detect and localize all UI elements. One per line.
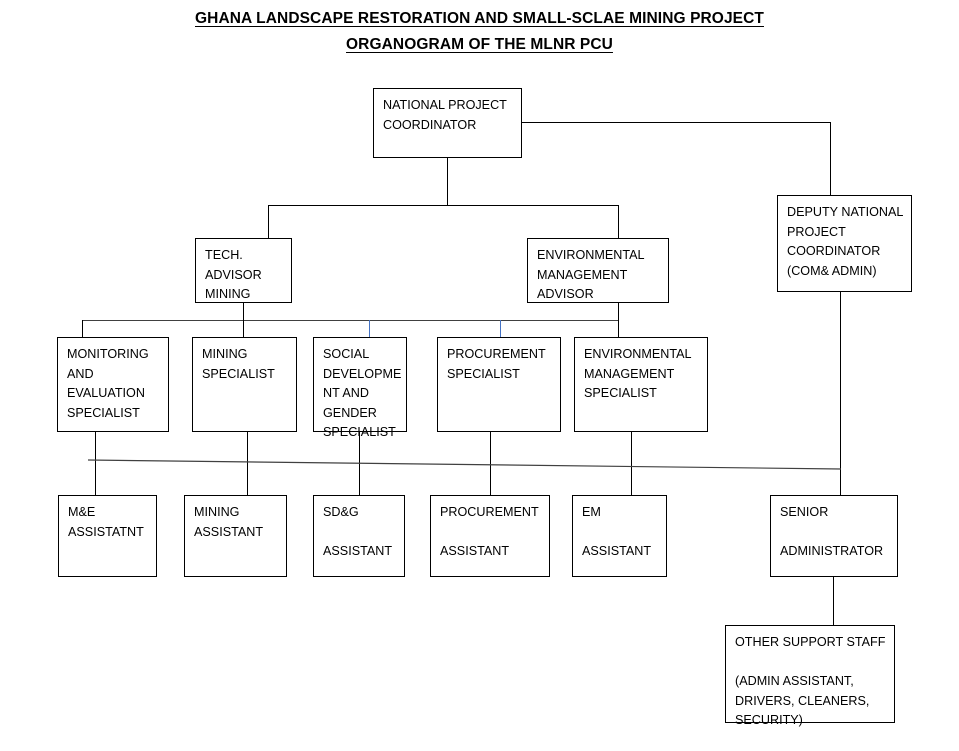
connector-procurement-specialist-to-assistant: [490, 432, 491, 495]
node-social-development-and-gender-specialist[interactable]: SOCIAL DEVELOPME NT AND GENDER SPECIALIS…: [313, 337, 407, 439]
connector-advisor-bus: [268, 205, 619, 206]
node-mining-specialist[interactable]: MINING SPECIALIST: [192, 337, 297, 432]
node-me-assistant[interactable]: M&E ASSISTATNT: [58, 495, 157, 577]
node-monitoring-and-evaluation-specialist[interactable]: MONITORING AND EVALUATION SPECIALIST: [57, 337, 169, 432]
node-deputy-national-project-coordinator[interactable]: DEPUTY NATIONAL PROJECT COORDINATOR (COM…: [777, 195, 912, 292]
node-mining-assistant[interactable]: MINING ASSISTANT: [184, 495, 287, 577]
connector-em-specialist-to-assistant: [631, 432, 632, 495]
node-environmental-management-advisor[interactable]: ENVIRONMENTAL MANAGEMENT ADVISOR: [527, 238, 669, 303]
connector-procurement-specialist-drop: [500, 320, 501, 337]
connector-em-specialist-drop: [618, 320, 619, 337]
connector-env-advisor-drop: [618, 205, 619, 238]
connector-env-advisor-stem: [618, 303, 619, 321]
node-environmental-management-specialist[interactable]: ENVIRONMENTAL MANAGEMENT SPECIALIST: [574, 337, 708, 432]
node-senior-administrator[interactable]: SENIOR ADMINISTRATOR: [770, 495, 898, 577]
connector-me-specialist-to-assistant: [95, 432, 96, 495]
connector-me-specialist-drop: [82, 320, 83, 337]
connector-deputy-to-senior-admin: [840, 292, 841, 495]
connector-sdg-specialist-drop: [369, 320, 370, 337]
chart-title-line-1: GHANA LANDSCAPE RESTORATION AND SMALL-SC…: [0, 10, 959, 28]
connector-tech-advisor-stem: [243, 303, 244, 321]
connector-npc-to-deputy-v: [830, 122, 831, 195]
node-em-assistant[interactable]: EM ASSISTANT: [572, 495, 667, 577]
connector-mining-specialist-drop: [243, 320, 244, 337]
connector-mining-specialist-to-assistant: [247, 432, 248, 495]
connector-npc-stem: [447, 158, 448, 206]
node-procurement-specialist[interactable]: PROCUREMENT SPECIALIST: [437, 337, 561, 432]
node-procurement-assistant[interactable]: PROCUREMENT ASSISTANT: [430, 495, 550, 577]
chart-title-line-2: ORGANOGRAM OF THE MLNR PCU: [0, 36, 959, 54]
connector-tech-advisor-drop: [268, 205, 269, 238]
chart-title-line-1-text: GHANA LANDSCAPE RESTORATION AND SMALL-SC…: [195, 10, 764, 27]
node-tech-advisor-mining[interactable]: TECH. ADVISOR MINING: [195, 238, 292, 303]
connector-senior-admin-to-support-staff: [833, 577, 834, 625]
node-sdg-assistant[interactable]: SD&G ASSISTANT: [313, 495, 405, 577]
connector-npc-to-deputy-h: [522, 122, 831, 123]
node-national-project-coordinator[interactable]: NATIONAL PROJECT COORDINATOR: [373, 88, 522, 158]
connector-assistant-cross-bus: [87, 459, 842, 470]
connector-specialist-bus: [82, 320, 619, 321]
chart-title-line-2-text: ORGANOGRAM OF THE MLNR PCU: [346, 36, 613, 53]
node-other-support-staff[interactable]: OTHER SUPPORT STAFF (ADMIN ASSISTANT, DR…: [725, 625, 895, 727]
